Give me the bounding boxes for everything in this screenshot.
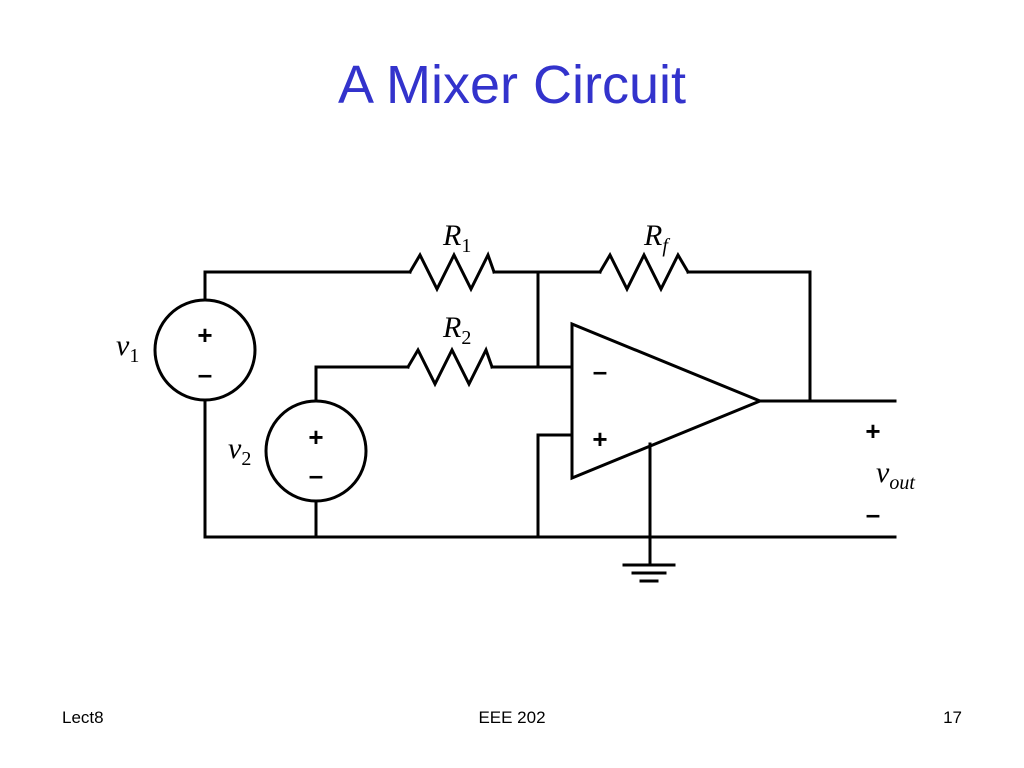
v1-plus-sign: +: [197, 320, 212, 350]
label-vout-symbol: v: [876, 456, 890, 489]
opamp-inverting-sign: –: [593, 356, 607, 386]
label-v1-symbol: v: [116, 329, 130, 362]
label-r2-symbol: R: [442, 311, 461, 344]
opamp-noninverting-sign: +: [592, 424, 607, 454]
resistor-r1: [407, 251, 496, 293]
voltage-source-v2: [264, 399, 368, 503]
slide-title: A Mixer Circuit: [337, 55, 687, 115]
label-vout-subscript: out: [889, 472, 915, 494]
wire-node-to-inverting: [536, 270, 574, 369]
v1-minus-sign: –: [198, 359, 212, 389]
label-v2: v2: [228, 432, 251, 470]
label-rf-subscript: f: [662, 235, 670, 257]
label-r1-subscript: 1: [461, 235, 471, 257]
wire-v2-top: [314, 365, 410, 402]
wire-top-left: [203, 270, 412, 302]
vout-plus-sign: +: [865, 416, 880, 446]
label-v1: v1: [116, 329, 139, 367]
label-r1-symbol: R: [442, 219, 461, 252]
resistor-rf: [597, 251, 691, 293]
label-r1: R1: [442, 219, 471, 257]
resistor-r2: [405, 346, 494, 388]
footer-lecture-label: Lect8: [62, 708, 104, 727]
label-v2-symbol: v: [228, 432, 242, 465]
label-rf-symbol: R: [643, 219, 662, 252]
wire-noninverting: [536, 433, 574, 539]
label-rf: Rf: [643, 219, 670, 257]
label-v2-subscript: 2: [241, 448, 251, 470]
voltage-source-v1: [153, 298, 257, 402]
label-r2: R2: [442, 311, 471, 349]
footer-page-number: 17: [943, 708, 962, 727]
footer-course-label: EEE 202: [478, 708, 546, 727]
label-vout: vout: [876, 456, 915, 494]
v2-plus-sign: +: [308, 422, 323, 452]
wire-feedback-right: [686, 270, 812, 403]
v2-minus-sign: –: [309, 460, 323, 490]
label-r2-subscript: 2: [461, 327, 471, 349]
vout-minus-sign: –: [866, 499, 880, 529]
label-v1-subscript: 1: [129, 345, 139, 367]
opamp-triangle: [570, 321, 764, 481]
